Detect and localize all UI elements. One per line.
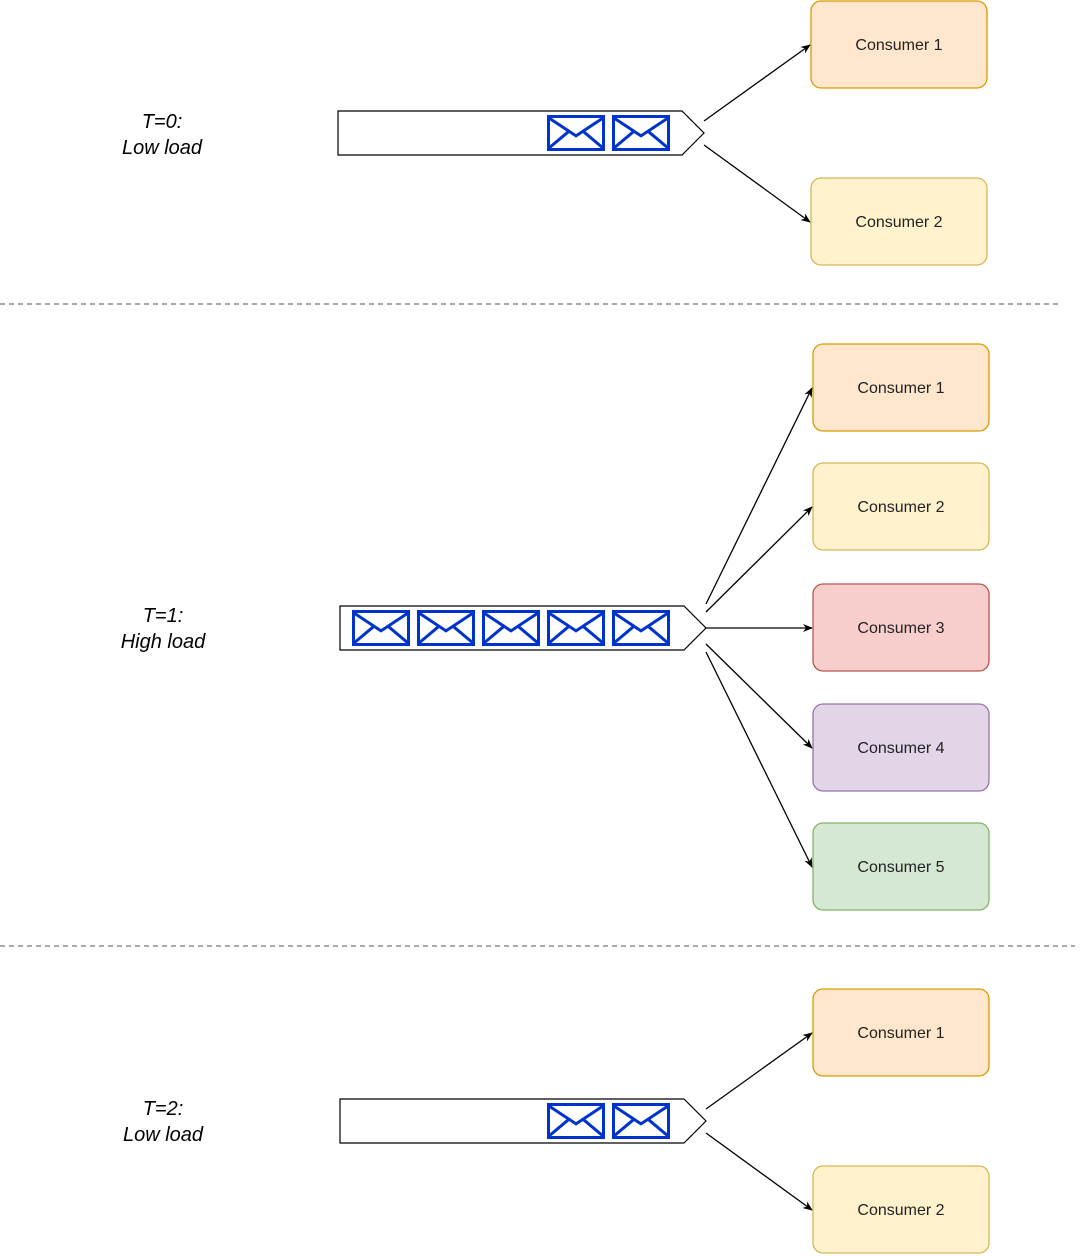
time-label: T=1: bbox=[143, 605, 184, 627]
consumer-box bbox=[810, 177, 988, 266]
envelope-icon bbox=[612, 610, 670, 646]
time-label: T=2: bbox=[143, 1098, 184, 1120]
consumer-label: Consumer 2 bbox=[857, 499, 944, 516]
queue-messages bbox=[352, 610, 670, 646]
envelope-icon bbox=[612, 1103, 670, 1139]
consumer-label: Consumer 2 bbox=[857, 1202, 944, 1219]
arrow bbox=[705, 1132, 813, 1211]
arrow bbox=[705, 643, 813, 749]
load-label: Low load bbox=[123, 1124, 204, 1146]
consumer-box bbox=[810, 0, 988, 89]
consumer-label: Consumer 1 bbox=[857, 1025, 944, 1042]
envelope-icon bbox=[612, 115, 670, 151]
envelope-icon bbox=[417, 610, 475, 646]
envelope-icon bbox=[547, 1103, 605, 1139]
section-t0: T=0: Low load Consumer 1 Consumer 2 bbox=[122, 0, 988, 266]
arrow bbox=[703, 44, 811, 122]
arrow bbox=[705, 506, 813, 613]
section-t2: T=2: Low load Consumer 1 Consumer 2 bbox=[123, 988, 990, 1254]
envelope-icon bbox=[352, 610, 410, 646]
consumer-box bbox=[812, 462, 990, 551]
arrow bbox=[705, 1032, 813, 1110]
consumer-label: Consumer 2 bbox=[855, 214, 942, 231]
consumer-label: Consumer 5 bbox=[857, 859, 944, 876]
arrow bbox=[705, 387, 813, 605]
queue-messages bbox=[547, 115, 670, 151]
consumer-label: Consumer 1 bbox=[857, 380, 944, 397]
consumer-label: Consumer 1 bbox=[855, 37, 942, 54]
envelope-icon bbox=[482, 610, 540, 646]
consumer-box bbox=[812, 583, 990, 672]
consumer-box bbox=[812, 1165, 990, 1254]
queue-messages bbox=[547, 1103, 670, 1139]
consumer-box bbox=[812, 988, 990, 1077]
load-label: Low load bbox=[122, 137, 203, 159]
consumer-box bbox=[812, 822, 990, 911]
load-label: High load bbox=[121, 631, 206, 653]
envelope-icon bbox=[547, 115, 605, 151]
envelope-icon bbox=[547, 610, 605, 646]
consumer-label: Consumer 3 bbox=[857, 620, 944, 637]
time-label: T=0: bbox=[142, 111, 183, 133]
consumer-box bbox=[812, 703, 990, 792]
consumer-label: Consumer 4 bbox=[857, 740, 944, 757]
consumer-box bbox=[812, 343, 990, 432]
section-t1: T=1: High load Consumer 1 Consumer 2 Con… bbox=[121, 343, 990, 911]
arrow bbox=[703, 144, 811, 223]
arrow bbox=[705, 651, 813, 868]
